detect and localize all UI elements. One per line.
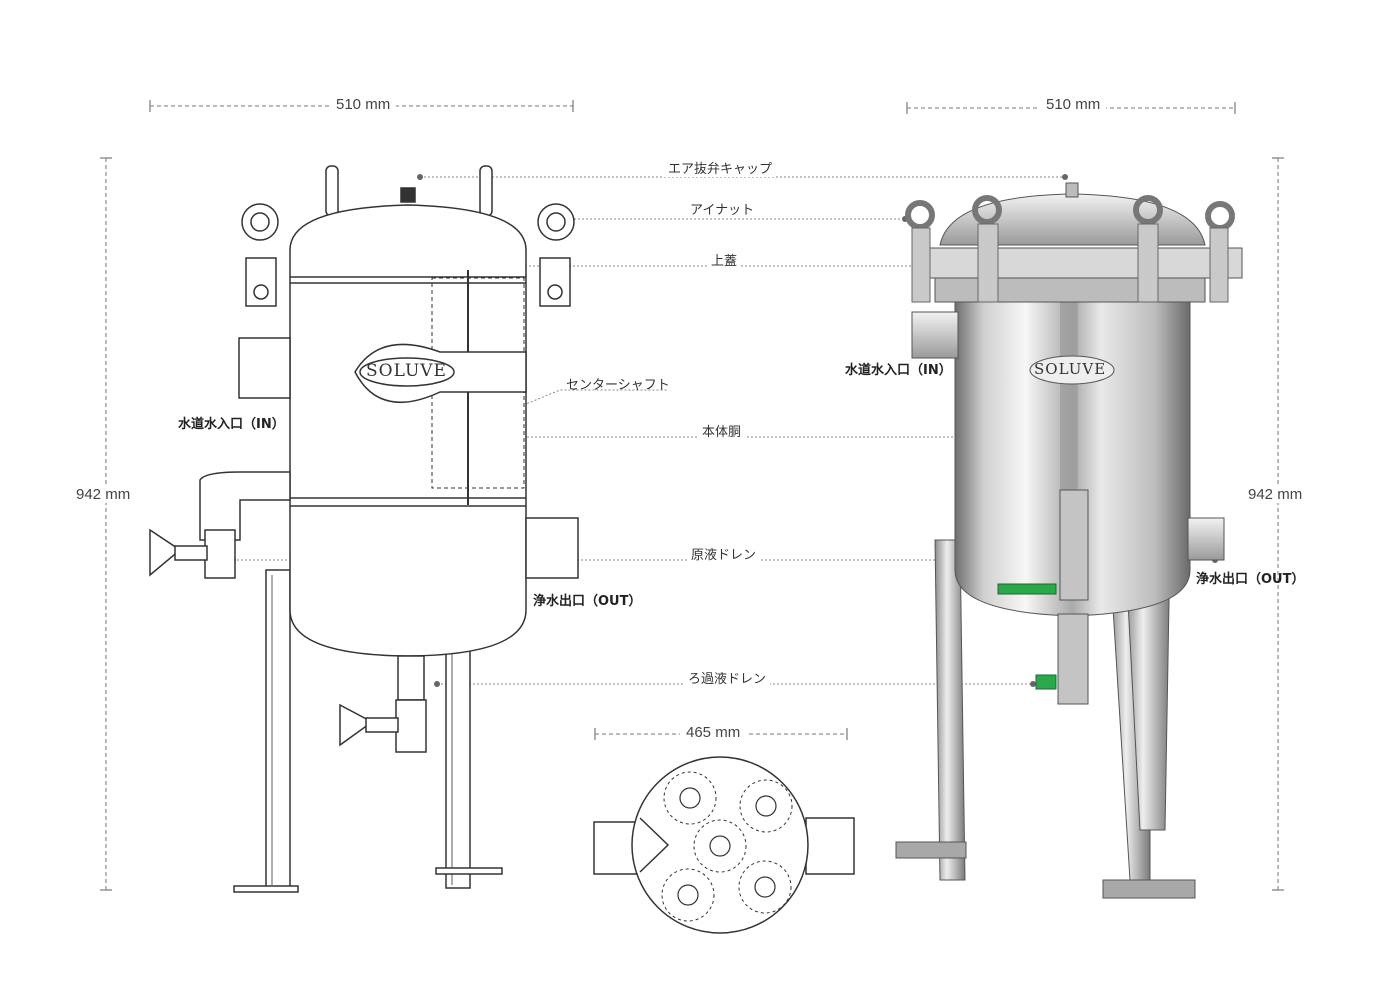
label-center-shaft: センターシャフト (566, 378, 670, 393)
logo-right: SOLUVE (1034, 360, 1107, 378)
line-drawing-left (149, 165, 579, 893)
label-top-lid: 上蓋 (707, 250, 742, 269)
label-inlet-left: 水道水入口（IN） (178, 417, 285, 432)
dim-top-left-width: 510 mm (330, 96, 397, 113)
label-outlet-left: 浄水出口（OUT） (533, 594, 642, 609)
dim-left-height: 942 mm (70, 486, 137, 503)
dimension-ticks (100, 100, 1284, 891)
label-filtrate-drain: ろ過液ドレン (684, 668, 771, 687)
dim-right-height: 942 mm (1242, 486, 1309, 503)
label-body: 本体胴 (698, 421, 746, 440)
label-eye-nut: アイナット (686, 199, 759, 218)
label-inlet-right: 水道水入口（IN） (845, 363, 952, 378)
label-raw-drain: 原液ドレン (687, 544, 761, 563)
label-air-vent-cap: エア抜弁キャップ (664, 158, 777, 177)
top-view (593, 756, 855, 934)
dim-top-right-width: 510 mm (1040, 96, 1107, 113)
logo-left: SOLUVE (366, 361, 447, 381)
photo-right (895, 182, 1243, 899)
label-outlet-right: 浄水出口（OUT） (1196, 572, 1305, 587)
dim-bottom-diameter: 465 mm (680, 724, 747, 741)
